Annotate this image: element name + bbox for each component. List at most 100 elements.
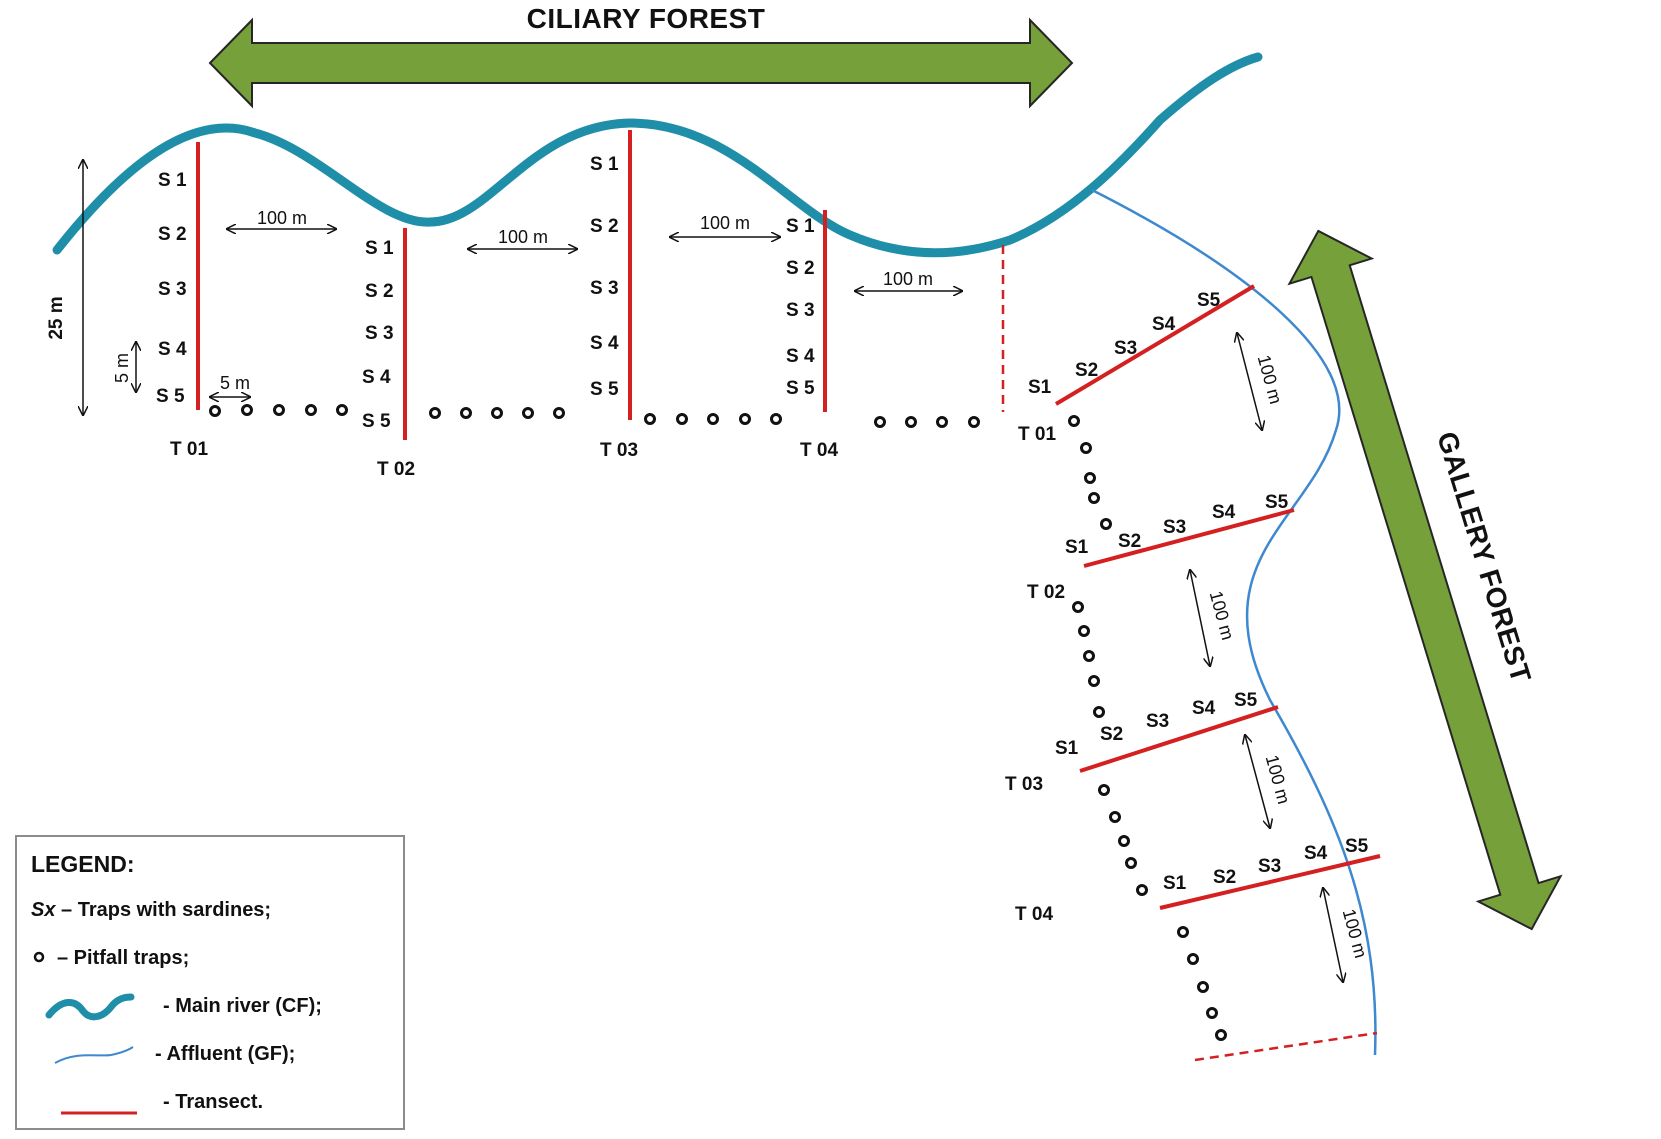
pitfall-trap [936, 416, 948, 428]
pitfall-trap [553, 407, 565, 419]
pitfall-trap [707, 413, 719, 425]
station-label: S 1 [590, 154, 619, 175]
station-label: S2 [1075, 360, 1098, 381]
pitfall-trap [968, 416, 980, 428]
ciliary-distance-arrows: 100 m 100 m 100 m 100 m [227, 208, 962, 291]
distance-label: 100 m [883, 269, 933, 289]
station-label: S3 [1258, 856, 1281, 877]
pitfall-trap [522, 407, 534, 419]
pitfall-trap [305, 404, 317, 416]
ciliary-forest-arrow [208, 17, 1074, 109]
station-label: S5 [1234, 690, 1258, 711]
pitfall-trap [209, 405, 221, 417]
station-label: S3 [1163, 517, 1186, 538]
gallery-forest-arrow [1287, 229, 1563, 931]
station-label: S 2 [786, 258, 815, 279]
station-label: S 4 [158, 339, 187, 360]
main-river-icon [45, 993, 135, 1021]
legend-row-pitfall: – Pitfall traps; [17, 937, 403, 977]
legend-transect-text: - Transect. [163, 1091, 264, 1113]
pitfall-trap [644, 413, 656, 425]
station-label: S4 [1304, 843, 1328, 864]
height-dimension-label: 25 m [46, 296, 67, 339]
station-label: S3 [1114, 338, 1137, 359]
station-label: S 1 [786, 216, 815, 237]
gallery-t04-stations: S1 S2 S3 S4 S5 [1163, 836, 1369, 894]
legend-affluent-text: - Affluent (GF); [155, 1043, 296, 1065]
station-label: S1 [1055, 738, 1079, 759]
legend-row-affluent: - Affluent (GF); [17, 1033, 403, 1073]
pitfall-trap-icon [33, 951, 45, 963]
legend-sardine-entry: Sx – Traps with sardines; [31, 899, 271, 922]
transect-id-label: T 02 [1027, 582, 1065, 603]
pitfall-trap [491, 407, 503, 419]
station-label: S1 [1065, 537, 1089, 558]
station-label: S 5 [786, 378, 815, 399]
pitfall-trap [1187, 953, 1199, 965]
transect-id-label: T 03 [600, 440, 638, 461]
distance-arrow [1323, 888, 1343, 982]
pitfall-trap [1100, 518, 1112, 530]
gallery-transect-t03 [1079, 705, 1279, 773]
pitfall-trap [241, 404, 253, 416]
gallery-transect-dashed [1194, 1031, 1378, 1062]
station-label: S2 [1213, 867, 1236, 888]
transect-id-label: T 04 [1015, 904, 1053, 925]
distance-label: 100 m [257, 208, 307, 228]
pitfall-trap [1136, 884, 1148, 896]
pitfall-trap [1088, 492, 1100, 504]
pitfall-trap [429, 407, 441, 419]
station-label: S 1 [365, 238, 394, 259]
transect-id-label: T 01 [1018, 424, 1056, 445]
distance-arrow [1245, 735, 1270, 828]
affluent-icon [54, 1046, 134, 1064]
station-label: S 5 [590, 379, 619, 400]
legend-pitfall-text: – Pitfall traps; [57, 947, 190, 969]
distance-label: 100 m [498, 227, 548, 247]
distance-label: 100 m [1339, 907, 1371, 961]
gallery-t01-stations: S1 S2 S3 S4 S5 [1028, 290, 1221, 398]
pitfall-trap [1088, 675, 1100, 687]
station-label: S1 [1163, 873, 1187, 894]
legend-row-main-river: - Main river (CF); [17, 985, 403, 1025]
ciliary-forest-title: CILIARY FOREST [527, 3, 766, 34]
pitfall-trap [1093, 706, 1105, 718]
station-label: S4 [1192, 698, 1216, 719]
pitfall-trap [336, 404, 348, 416]
gallery-t02-stations: S1 S2 S3 S4 S5 [1065, 492, 1289, 558]
pitfall-trap [1177, 926, 1189, 938]
pitfall-trap [1083, 650, 1095, 662]
pitfall-trap [770, 413, 782, 425]
pitfall-trap [1080, 442, 1092, 454]
transect-id-label: T 04 [800, 440, 838, 461]
pitfall-trap [1084, 472, 1096, 484]
station-label: S1 [1028, 377, 1052, 398]
station-label: S 4 [590, 333, 619, 354]
ciliary-pitfall-traps [209, 404, 980, 428]
station-label: S 3 [590, 278, 619, 299]
main-river-line [52, 52, 1263, 258]
pitfall-trap [273, 404, 285, 416]
ciliary-t01-stations: S 1 S 2 S 3 S 4 S 5 [156, 170, 187, 407]
transect-id-label: T 01 [170, 439, 208, 460]
gallery-transect-t04 [1159, 854, 1381, 910]
station-label: S 5 [156, 386, 185, 407]
station-label: S2 [1100, 724, 1123, 745]
station-label: S 2 [158, 224, 187, 245]
station-label: S 3 [158, 279, 187, 300]
affluent-river-line [1091, 188, 1377, 1056]
station-label: S 2 [590, 216, 619, 237]
gallery-t03-stations: S1 S2 S3 S4 S5 [1055, 690, 1258, 759]
pitfall-trap [1197, 981, 1209, 993]
distance-label: 100 m [1206, 589, 1238, 643]
pitfall-trap [1206, 1007, 1218, 1019]
pitfall-trap [739, 413, 751, 425]
pitfall-trap [1072, 601, 1084, 613]
pitfall-trap [1125, 857, 1137, 869]
pitfall-trap [1078, 625, 1090, 637]
pitfall-trap [676, 413, 688, 425]
pitfall-trap [1098, 784, 1110, 796]
ciliary-t04-stations: S 1 S 2 S 3 S 4 S 5 [786, 216, 815, 399]
station-label: S4 [1212, 502, 1236, 523]
